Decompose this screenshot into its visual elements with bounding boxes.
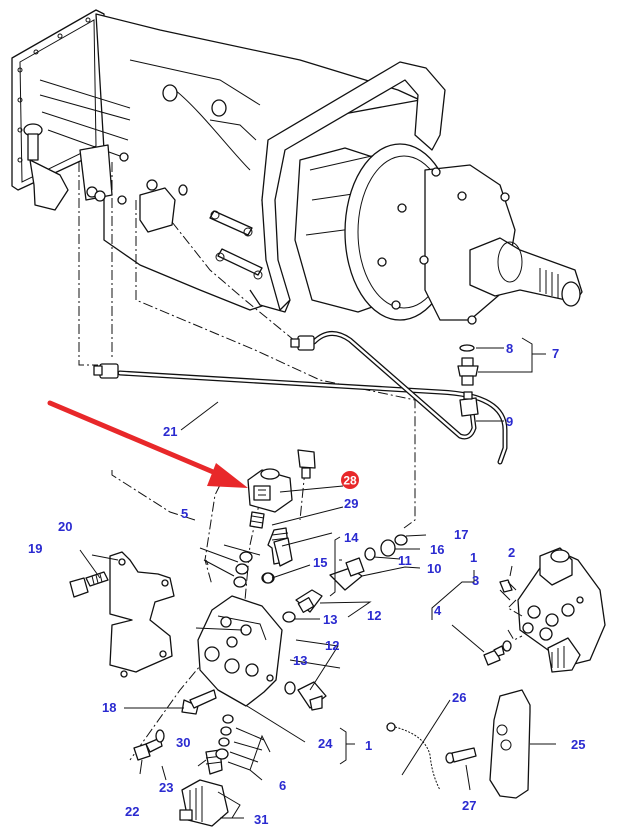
callout-labels: 1 1 2 3 4 5 6 7 8 9 10 11 12 12 13 13 14… bbox=[28, 341, 585, 827]
label-8[interactable]: 8 bbox=[506, 341, 513, 356]
bolt-22 bbox=[133, 729, 165, 761]
valve-assembly-detail bbox=[483, 547, 606, 673]
transmission-housing bbox=[11, 9, 421, 313]
label-19[interactable]: 19 bbox=[28, 541, 42, 556]
label-23[interactable]: 23 bbox=[159, 780, 173, 795]
label-16[interactable]: 16 bbox=[430, 542, 444, 557]
solenoid-coil-31 bbox=[179, 779, 229, 827]
fitting-7 bbox=[457, 344, 479, 386]
clutch-housing bbox=[261, 61, 583, 325]
label-10[interactable]: 10 bbox=[427, 561, 441, 576]
label-9[interactable]: 9 bbox=[506, 414, 513, 429]
valve-body-24 bbox=[197, 595, 283, 707]
label-6[interactable]: 6 bbox=[279, 778, 286, 793]
callout-28-highlight[interactable]: 28 bbox=[341, 471, 359, 489]
chain-26 bbox=[386, 722, 441, 791]
label-17[interactable]: 17 bbox=[454, 527, 468, 542]
dipstick-fitting bbox=[23, 123, 113, 211]
o-rings-lower bbox=[215, 714, 234, 760]
highlight-arrow bbox=[47, 400, 248, 488]
leader-lines bbox=[79, 337, 556, 819]
bolt-19 bbox=[69, 571, 109, 598]
label-29[interactable]: 29 bbox=[344, 496, 358, 511]
label-11[interactable]: 11 bbox=[398, 553, 412, 568]
pipe-21 bbox=[93, 363, 508, 479]
label-26[interactable]: 26 bbox=[452, 690, 466, 705]
solenoid-coil-28 bbox=[247, 468, 293, 529]
label-7[interactable]: 7 bbox=[552, 346, 559, 361]
label-2[interactable]: 2 bbox=[508, 545, 515, 560]
label-14[interactable]: 14 bbox=[344, 530, 359, 545]
fitting-12-lower bbox=[284, 681, 327, 711]
label-5[interactable]: 5 bbox=[181, 506, 188, 521]
pipe-9 bbox=[290, 331, 479, 440]
bolt-18 bbox=[181, 689, 217, 715]
label-22[interactable]: 22 bbox=[125, 804, 139, 819]
label-15[interactable]: 15 bbox=[313, 555, 327, 570]
bolt-27 bbox=[445, 747, 477, 764]
label-4[interactable]: 4 bbox=[434, 603, 442, 618]
label-13-upper[interactable]: 13 bbox=[323, 612, 337, 627]
bracket-20 bbox=[109, 551, 175, 678]
label-12-upper[interactable]: 12 bbox=[367, 608, 381, 623]
label-12-lower[interactable]: 12 bbox=[325, 638, 339, 653]
label-1-detail[interactable]: 1 bbox=[470, 550, 477, 565]
label-13-lower[interactable]: 13 bbox=[293, 653, 307, 668]
label-27[interactable]: 27 bbox=[462, 798, 476, 813]
cover-25 bbox=[489, 689, 531, 799]
label-20[interactable]: 20 bbox=[58, 519, 72, 534]
label-31[interactable]: 31 bbox=[254, 812, 268, 827]
label-1[interactable]: 1 bbox=[365, 738, 372, 753]
label-18[interactable]: 18 bbox=[102, 700, 116, 715]
label-28[interactable]: 28 bbox=[343, 474, 357, 488]
label-21[interactable]: 21 bbox=[163, 424, 177, 439]
label-30[interactable]: 30 bbox=[176, 735, 190, 750]
fitting-10 bbox=[329, 534, 408, 591]
fitting-12-upper bbox=[282, 589, 323, 623]
label-24[interactable]: 24 bbox=[318, 736, 333, 751]
label-25[interactable]: 25 bbox=[571, 737, 585, 752]
label-3[interactable]: 3 bbox=[472, 573, 479, 588]
